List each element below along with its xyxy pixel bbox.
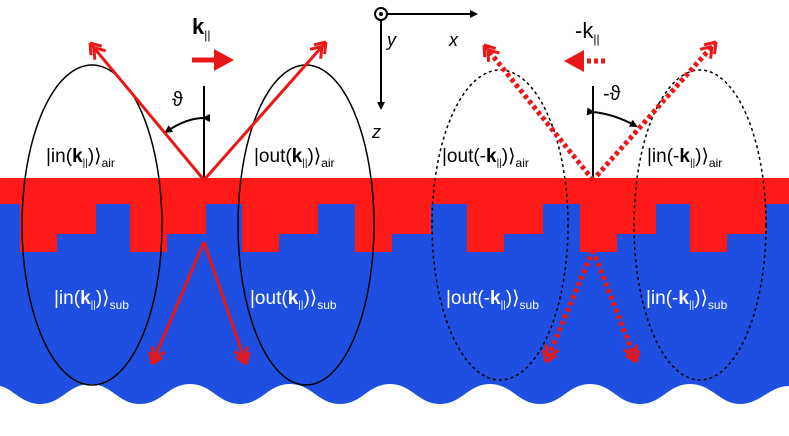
- grating-tooth: [20, 202, 96, 252]
- k-parallel-label-left: k||: [192, 14, 210, 42]
- beam-tip-icon: [309, 40, 328, 59]
- grating-tooth: [690, 202, 766, 252]
- state-in-air-right: |in(-k||)⟩air: [647, 146, 722, 170]
- angle-label-left: ϑ: [172, 89, 183, 111]
- angle-label-right: -ϑ: [603, 83, 621, 105]
- beam-incident-right: [591, 40, 718, 182]
- beam-tip-icon: [699, 40, 718, 59]
- beam-tip-icon: [482, 43, 500, 62]
- beam-tip-icon: [541, 344, 560, 364]
- ellipse-in-left: [21, 64, 163, 386]
- k-arrow-right: [564, 50, 606, 72]
- grating-tooth: [130, 202, 206, 252]
- beam-transmitted-left-a: [150, 241, 206, 365]
- beam-transmitted-right-a: [543, 249, 596, 363]
- beam-tip-icon: [148, 346, 166, 366]
- grating-tooth: [580, 202, 656, 252]
- beam-transmitted-right-b: [590, 249, 639, 363]
- state-out-air-left: |out(k||)⟩air: [254, 146, 335, 170]
- angle-arc-left: [164, 113, 211, 134]
- state-out-sub-left: |out(k||)⟩sub: [250, 288, 337, 312]
- beams: [88, 40, 718, 366]
- beam-tip-icon: [622, 344, 641, 364]
- ellipse-out-right: [431, 69, 569, 381]
- angle-arc-right: [586, 107, 638, 127]
- state-in-sub-left: |in(k||)⟩sub: [54, 288, 129, 312]
- grating-tooth: [242, 202, 318, 252]
- beam-tip-icon: [233, 346, 251, 366]
- z-axis-label: z: [371, 122, 381, 142]
- k-arrow-left: [192, 49, 234, 71]
- state-in-sub-right: |in(-k||)⟩sub: [646, 288, 728, 312]
- grating-tooth: [467, 202, 543, 252]
- beam-reflected-left: [202, 41, 328, 181]
- beam-incident-left: [88, 42, 206, 181]
- state-out-sub-right: |out(-k||)⟩sub: [446, 288, 539, 312]
- k-parallel-label-right: -k||: [575, 18, 600, 46]
- beam-transmitted-left-b: [202, 241, 248, 365]
- x-axis-label: x: [448, 30, 459, 50]
- beam-tip-icon: [88, 41, 107, 60]
- state-in-air-left: |in(k||)⟩air: [46, 146, 115, 170]
- beam-reflected-right: [482, 43, 595, 182]
- y-axis-label: y: [385, 30, 397, 50]
- grating-top-strip: [0, 178, 789, 204]
- ellipse-in-right: [633, 69, 767, 381]
- state-out-air-right: |out(-k||)⟩air: [442, 146, 529, 170]
- coordinate-axes: x y z: [371, 7, 478, 142]
